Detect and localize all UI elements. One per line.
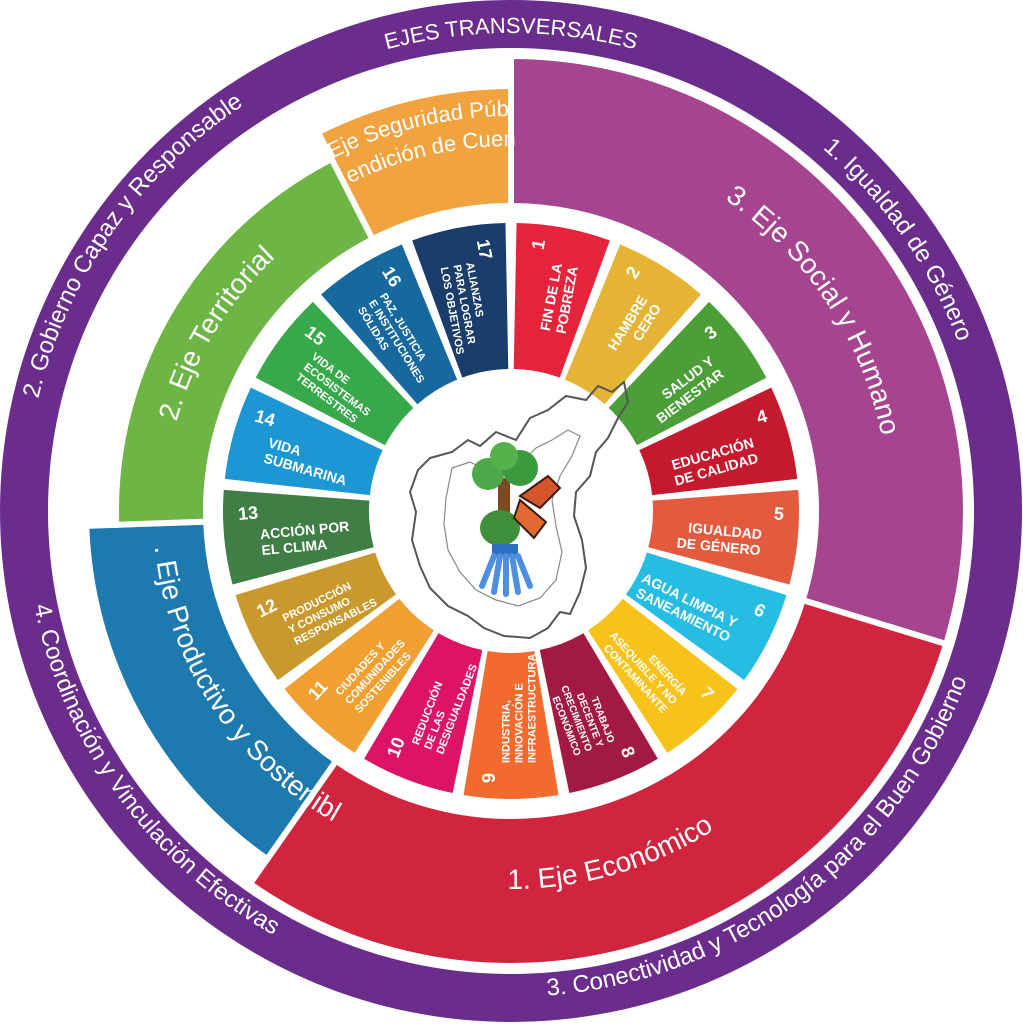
sdg-number: 1 (528, 238, 549, 252)
sdg-number: 9 (479, 773, 499, 783)
sdg-label-line: INFRAESTRUCTURA (527, 654, 539, 763)
sdg-label-line: INNOVACIÓN E (513, 683, 526, 763)
axis-segment-2 (245, 596, 950, 969)
sdg-number: 5 (773, 503, 785, 524)
municipality-map-emblem-icon (393, 380, 630, 640)
axis-segment-5 (314, 82, 514, 244)
axis-segment-3 (83, 518, 341, 864)
sdg-number: 13 (237, 502, 259, 524)
sdg-label-line: IGUALDAD (688, 519, 763, 542)
sdg-number: 17 (473, 238, 496, 261)
axis-segment-1 (508, 52, 969, 648)
sdg-label-line: INDUSTRIA, (501, 700, 513, 763)
sdg-label-line: EL CLIMA (261, 536, 328, 558)
sdg-label-line: DE GÉNERO (676, 534, 761, 558)
